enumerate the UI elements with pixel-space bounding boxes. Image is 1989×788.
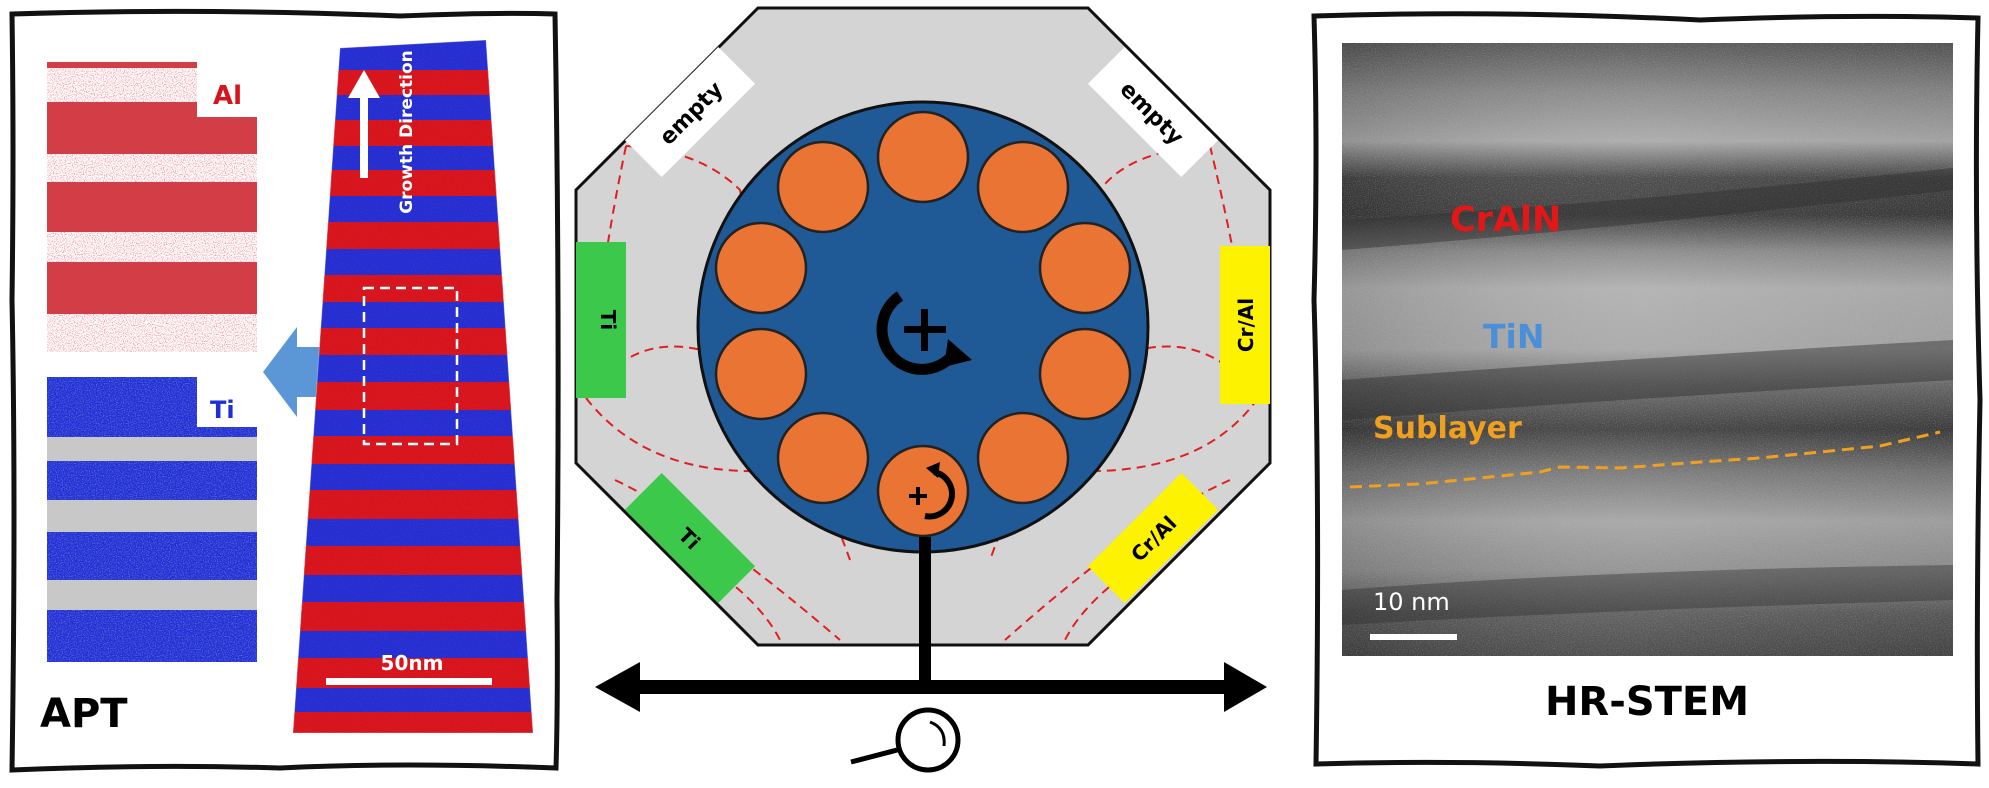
- target-right: Cr/Al: [1220, 246, 1270, 404]
- stem-label: HR-STEM: [1545, 679, 1749, 725]
- sublayer-label: Sublayer: [1373, 411, 1522, 446]
- ti-label: Ti: [210, 396, 235, 424]
- translation-arrow: [595, 662, 1267, 712]
- apt-label: APT: [40, 691, 128, 737]
- al-atom-map: [47, 62, 257, 352]
- svg-text:Ti: Ti: [596, 310, 620, 331]
- stem-scale-bar: [1370, 634, 1457, 640]
- stem-image: [1342, 43, 1953, 656]
- apt-scale-label: 50nm: [381, 651, 444, 675]
- al-label: Al: [213, 81, 242, 111]
- target-left: Ti: [576, 242, 626, 398]
- stem-scale-label: 10 nm: [1373, 588, 1450, 616]
- growth-direction-label: Growth Direction: [397, 50, 417, 214]
- target-bottom-left: Ti: [624, 472, 756, 604]
- target-top-left: empty: [624, 46, 756, 178]
- magnifier-icon: [850, 707, 961, 773]
- holder-rotation-icon: [909, 462, 955, 520]
- ti-atom-map: [47, 377, 257, 662]
- substrate-holders: [714, 110, 1132, 538]
- shaft: [919, 537, 931, 680]
- svg-text:Cr/Al: Cr/Al: [1234, 298, 1258, 352]
- sublayer-boundary: [1349, 430, 1941, 489]
- tin-label: TiN: [1483, 317, 1544, 356]
- table-rotation-icon: [876, 291, 972, 375]
- apt-scale-bar: [326, 678, 492, 685]
- apt-selection-box: [362, 286, 459, 446]
- cralN-label: CrAlN: [1450, 200, 1561, 240]
